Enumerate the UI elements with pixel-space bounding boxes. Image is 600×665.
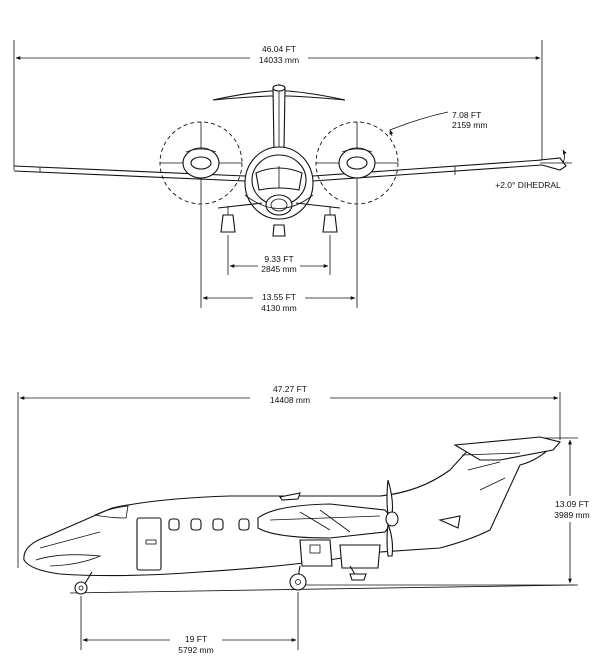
dihedral-label: +2.0° DIHEDRAL — [495, 180, 561, 190]
engine-spacing-dimension: 13.55 FT 4130 mm — [200, 205, 358, 313]
wingspan-mm-label: 14033 mm — [259, 55, 299, 65]
length-dimension: 47.27 FT 14408 mm — [17, 384, 561, 568]
dihedral-indicator: +2.0° DIHEDRAL — [495, 149, 572, 190]
gear-track-dimension: 9.33 FT 2845 mm — [227, 235, 331, 275]
side-landing-gear — [74, 565, 367, 595]
passenger-door — [136, 517, 162, 571]
engine-spacing-mm-label: 4130 mm — [261, 303, 296, 313]
wheelbase-dimension: 19 FT 5792 mm — [80, 592, 299, 655]
height-dimension: 13.09 FT 3989 mm — [302, 437, 590, 586]
length-ft-label: 47.27 FT — [273, 384, 307, 394]
gear-track-ft-label: 9.33 FT — [264, 254, 293, 264]
front-fuselage — [244, 146, 314, 220]
ground-line — [69, 584, 576, 594]
height-ft-label: 13.09 FT — [555, 499, 589, 509]
side-view: 47.27 FT 14408 mm 13.09 FT 3989 mm — [17, 384, 590, 655]
prop-diameter-callout: 7.08 FT 2159 mm — [389, 110, 487, 137]
pusher-propeller — [385, 479, 399, 557]
length-mm-label: 14408 mm — [270, 395, 310, 405]
gear-track-mm-label: 2845 mm — [261, 264, 296, 274]
wheelbase-ft-label: 19 FT — [185, 634, 207, 644]
side-tail — [438, 436, 562, 529]
prop-diameter-mm-label: 2159 mm — [452, 120, 487, 130]
wingspan-ft-label: 46.04 FT — [262, 44, 296, 54]
cabin-windows — [168, 518, 250, 531]
prop-diameter-ft-label: 7.08 FT — [452, 110, 481, 120]
height-mm-label: 3989 mm — [554, 510, 589, 520]
engine-nacelles — [182, 147, 376, 179]
canard — [279, 492, 301, 501]
side-engine-nacelle — [257, 503, 391, 569]
wheelbase-mm-label: 5792 mm — [178, 645, 213, 655]
front-tail — [212, 84, 346, 151]
engine-spacing-ft-label: 13.55 FT — [262, 292, 296, 302]
front-view: 46.04 FT 14033 mm +2.0° DIHEDRAL — [13, 40, 572, 313]
front-landing-gear — [217, 202, 341, 237]
wingspan-dimension: 46.04 FT 14033 mm — [13, 40, 543, 170]
